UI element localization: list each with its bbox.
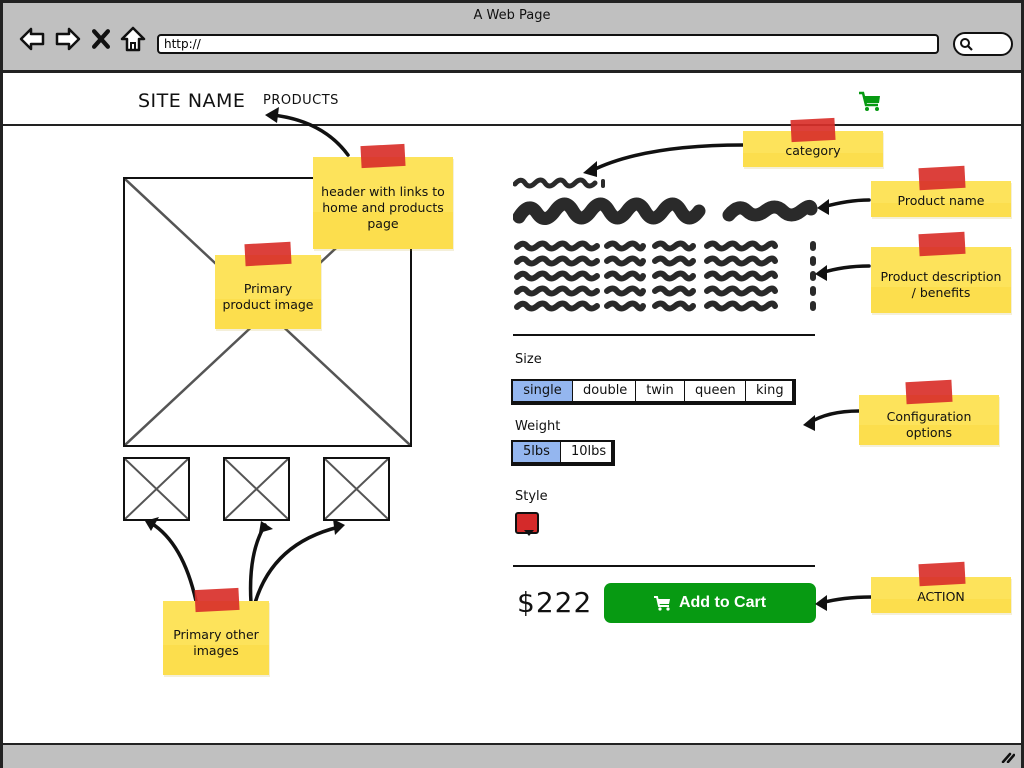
arrow-category: [589, 143, 745, 173]
arrow-config: [807, 409, 861, 425]
tape-decoration: [360, 143, 406, 169]
tape-decoration: [905, 379, 953, 405]
add-to-cart-button[interactable]: Add to Cart: [604, 583, 816, 623]
back-arrow-icon[interactable]: [17, 25, 47, 53]
annotation-note-action: ACTION: [871, 577, 1011, 613]
annotation-text: header with links to home and products p…: [321, 184, 445, 231]
weight-selector: 5lbs 10lbs: [511, 440, 615, 466]
annotation-text: Product description / benefits: [880, 269, 1002, 300]
tape-decoration: [918, 231, 966, 257]
browser-toolbar: A Web Page: [3, 3, 1021, 73]
style-label: Style: [515, 489, 548, 504]
stop-x-icon[interactable]: [89, 25, 113, 53]
section-divider: [513, 565, 815, 567]
forward-arrow-icon[interactable]: [53, 25, 83, 53]
weight-label: Weight: [515, 419, 561, 434]
weight-option-5lbs[interactable]: 5lbs: [513, 442, 561, 462]
size-option-king[interactable]: king: [746, 381, 792, 401]
browser-search-box[interactable]: [953, 32, 1013, 56]
arrow-product-name: [821, 198, 871, 209]
site-name-link[interactable]: SITE NAME: [138, 90, 246, 112]
arrow-thumb-1: [149, 521, 198, 603]
arrow-description: [819, 264, 871, 275]
dropdown-caret-icon: [524, 530, 534, 536]
category-scribble: [513, 177, 605, 189]
thumbnail-image[interactable]: [223, 457, 290, 521]
size-option-single[interactable]: single: [513, 381, 573, 401]
weight-option-10lbs[interactable]: 10lbs: [561, 442, 611, 462]
tape-decoration: [194, 587, 240, 613]
size-option-double[interactable]: double: [573, 381, 636, 401]
url-input[interactable]: [157, 34, 939, 54]
annotation-text: Primary other images: [173, 627, 259, 658]
browser-status-bar: [3, 743, 1021, 768]
search-icon: [960, 38, 973, 51]
annotation-note-config: Configuration options: [859, 395, 999, 445]
products-nav-link[interactable]: PRODUCTS: [263, 93, 339, 108]
home-icon[interactable]: [118, 25, 148, 53]
product-price: $222: [517, 586, 593, 619]
window-title: A Web Page: [473, 8, 551, 23]
thumbnail-image[interactable]: [323, 457, 390, 521]
shopping-cart-icon[interactable]: [858, 91, 882, 113]
annotation-text: Configuration options: [886, 409, 972, 440]
annotation-text: Product name: [897, 193, 985, 208]
annotation-note-primary-image: Primary product image: [215, 255, 321, 329]
shopping-cart-icon: [653, 595, 670, 611]
annotation-text: category: [785, 143, 841, 158]
annotation-text: Primary product image: [222, 281, 314, 312]
size-option-twin[interactable]: twin: [636, 381, 685, 401]
resize-grip-icon[interactable]: [1001, 751, 1015, 763]
thumbnail-image[interactable]: [123, 457, 190, 521]
arrow-thumb-3: [253, 525, 341, 605]
arrow-thumb-2: [248, 523, 267, 605]
size-selector: single double twin queen king: [511, 379, 796, 405]
site-header: SITE NAME PRODUCTS: [3, 76, 1021, 126]
product-name-scribble: [513, 197, 818, 225]
arrow-action: [819, 595, 873, 605]
tape-decoration: [790, 117, 836, 143]
tape-decoration: [918, 561, 966, 587]
section-divider: [513, 334, 815, 336]
annotation-note-other-images: Primary other images: [163, 601, 269, 675]
tape-decoration: [244, 241, 292, 267]
size-option-queen[interactable]: queen: [685, 381, 746, 401]
annotation-text: ACTION: [917, 589, 965, 604]
description-scribble: [514, 240, 816, 312]
add-to-cart-label: Add to Cart: [678, 594, 767, 611]
annotation-note-header: header with links to home and products p…: [313, 157, 453, 249]
tape-decoration: [918, 165, 966, 191]
size-label: Size: [515, 352, 542, 367]
annotation-note-description: Product description / benefits: [871, 247, 1011, 313]
